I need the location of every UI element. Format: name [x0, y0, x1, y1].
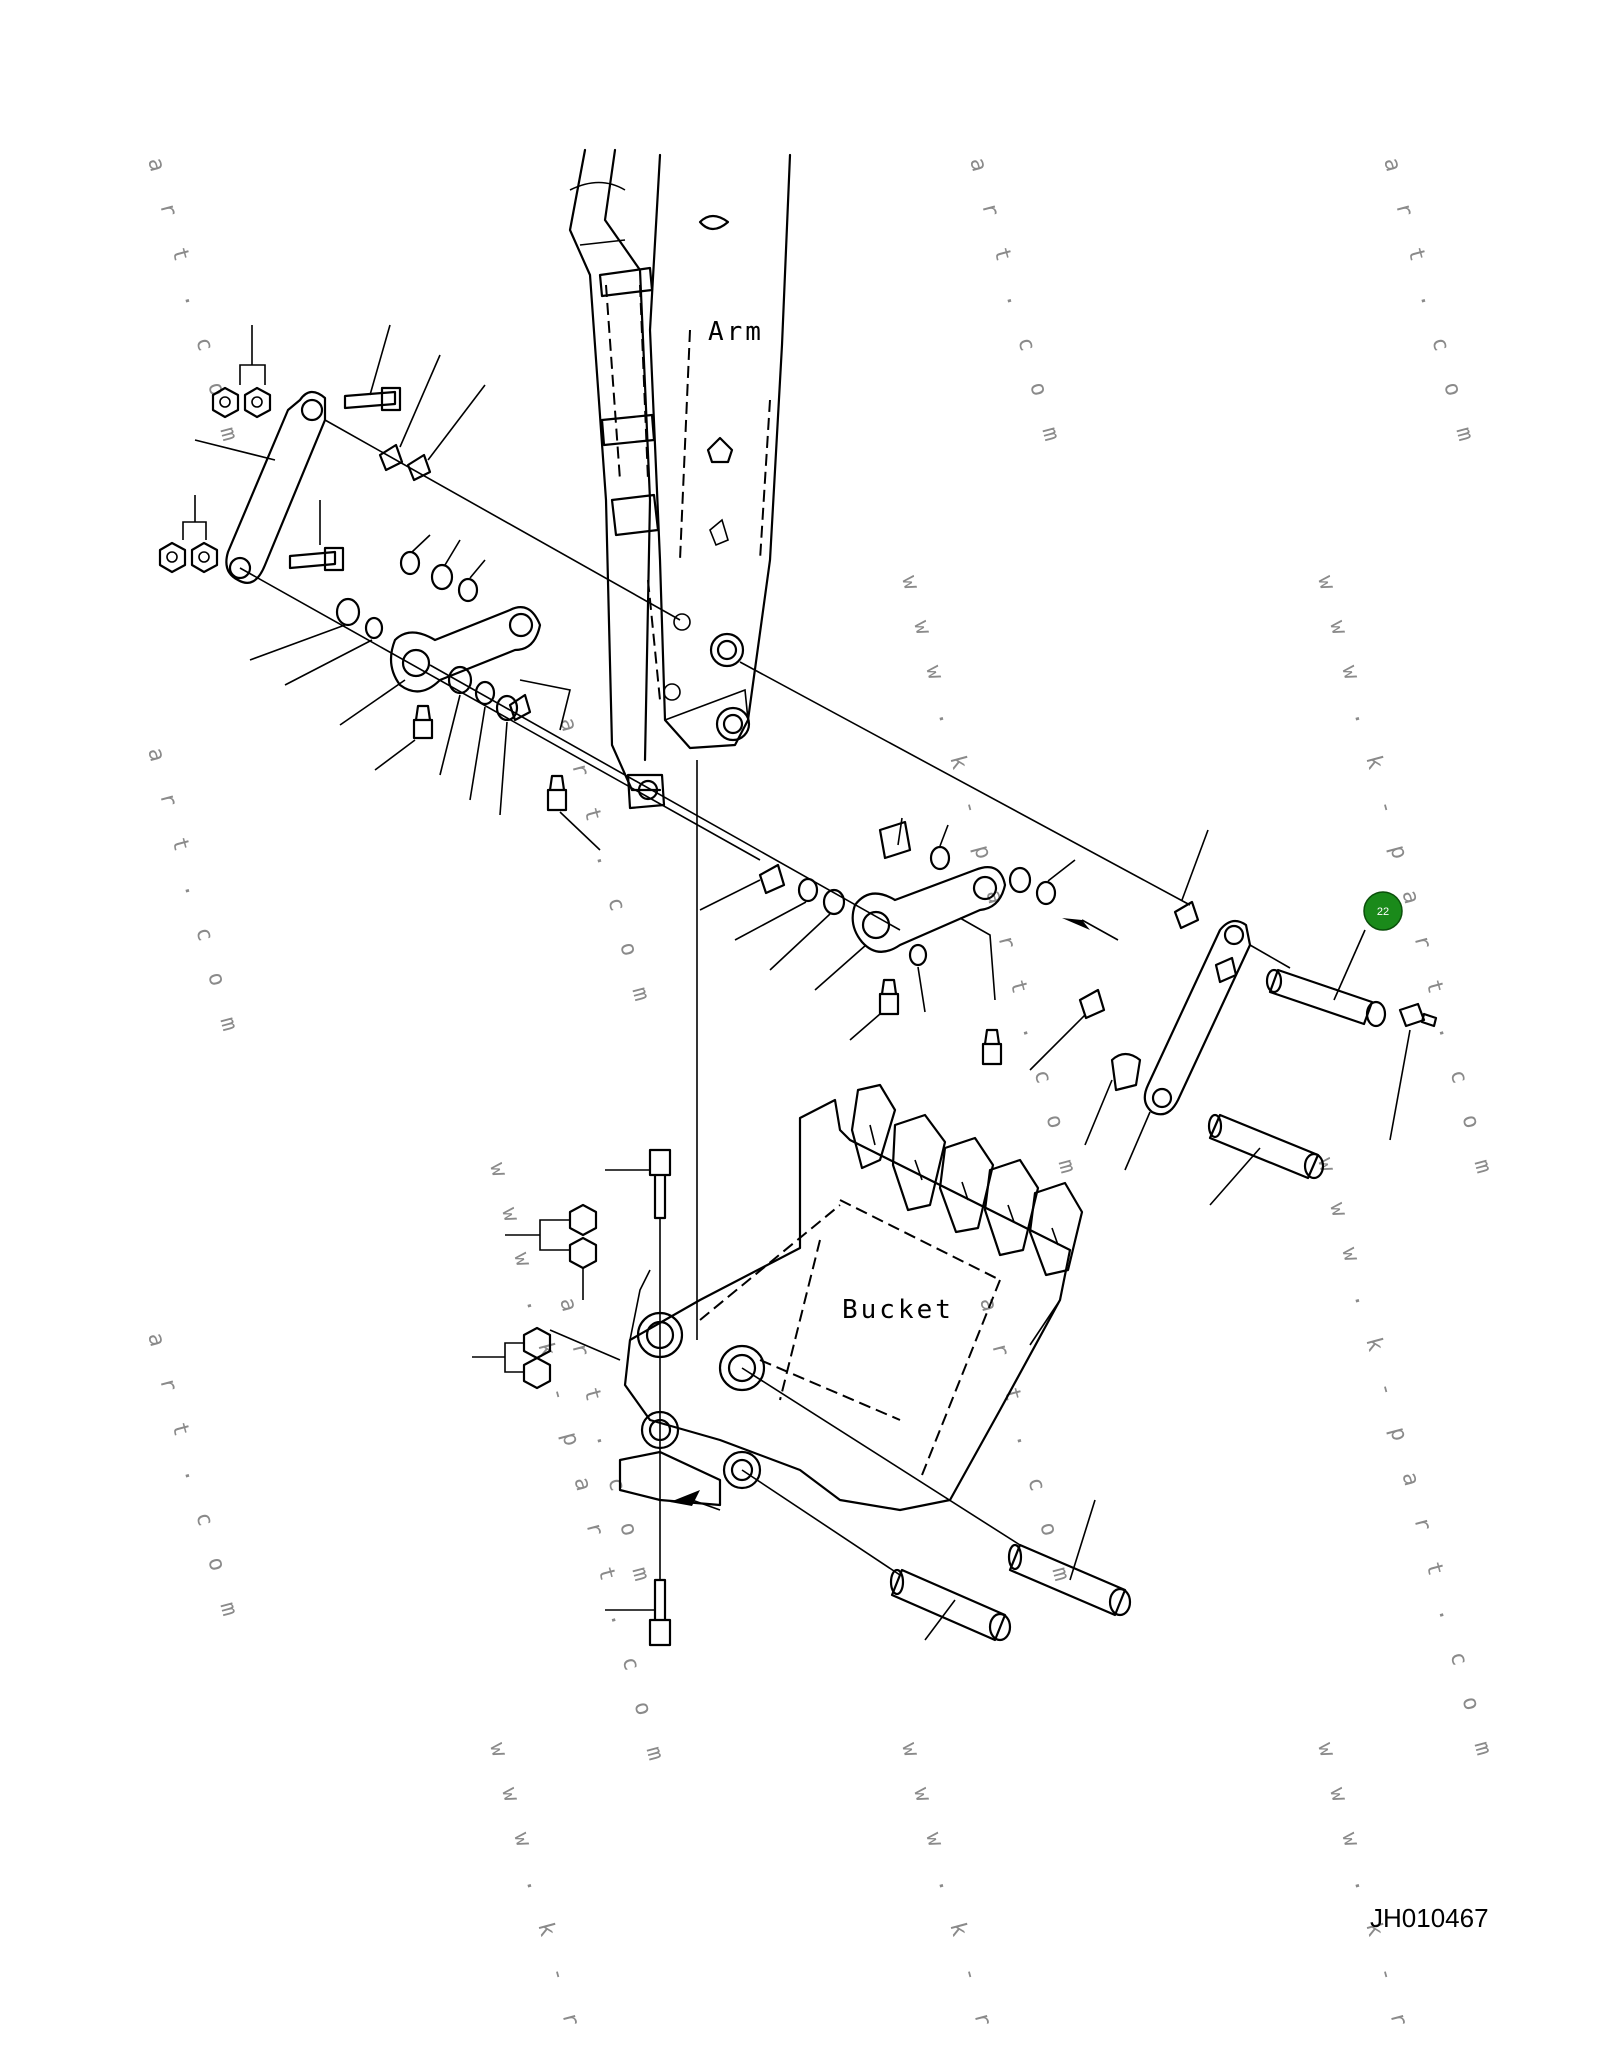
bolt	[288, 550, 337, 570]
bucket-boss	[718, 1344, 766, 1392]
nut	[158, 541, 187, 574]
watermark: a r t . c o m	[142, 1330, 244, 1628]
pin	[1208, 1113, 1320, 1180]
plate	[406, 453, 432, 482]
o-ring	[495, 694, 519, 722]
link-center-right	[851, 866, 1007, 953]
grease-fitting	[878, 978, 900, 1016]
bucket-tooth	[983, 1158, 1040, 1257]
side-link-right	[1143, 919, 1252, 1116]
o-ring	[1035, 880, 1057, 906]
nut	[522, 1356, 552, 1390]
o-ring	[430, 563, 454, 591]
grease-fitting	[1398, 1002, 1438, 1028]
plate	[758, 863, 786, 895]
o-ring	[364, 616, 384, 640]
leader-lines	[182, 324, 1411, 1641]
o-ring	[1008, 866, 1032, 894]
bucket-pin	[890, 1568, 1007, 1642]
watermark: w w w . k - r	[896, 1740, 998, 2038]
o-ring	[929, 845, 951, 871]
washer	[335, 597, 361, 627]
arm-assembly: Arm	[568, 148, 792, 810]
pin	[1268, 968, 1374, 1026]
arm-boss-upper	[709, 632, 745, 668]
bucket-pin	[1008, 1543, 1127, 1617]
direction-arrow	[1062, 918, 1090, 930]
o-ring	[474, 680, 496, 706]
o-ring	[908, 943, 928, 967]
watermark: w w w . k - p a r t . c o m	[896, 573, 1083, 1186]
watermark: w w w . k - r	[1312, 1740, 1414, 2038]
side-link-left	[225, 390, 327, 584]
watermark: a r t . c o m	[1378, 155, 1480, 453]
watermark: w w w . k - p a r t . c o m	[1312, 573, 1499, 1186]
plate	[1173, 900, 1200, 930]
grease-fitting	[412, 704, 434, 740]
nut	[211, 386, 240, 419]
bucket-tooth	[1028, 1181, 1084, 1277]
bucket-tooth	[850, 1083, 897, 1170]
bucket-boss	[722, 1450, 762, 1490]
nut	[568, 1236, 598, 1270]
right-link-assembly: 22	[1110, 891, 1438, 1180]
grease-fitting	[981, 1028, 1003, 1066]
bolt-vertical	[648, 1578, 672, 1647]
o-ring	[822, 888, 846, 916]
grease-fitting	[546, 774, 568, 812]
watermark: w w w . k - r	[484, 1740, 586, 2038]
assembly-axis-lines	[239, 419, 1291, 1576]
drawing-number: JH010467	[1370, 1903, 1489, 1933]
center-link-assembly	[758, 820, 1200, 1066]
nut	[243, 386, 272, 419]
watermark: w w w . k - p a r t . c o m	[484, 1160, 671, 1773]
o-ring	[457, 577, 479, 603]
bucket-label: Bucket	[842, 1295, 954, 1325]
plate	[508, 693, 532, 722]
bucket-body	[623, 1098, 1072, 1512]
arm-label: Arm	[708, 317, 764, 347]
callout-marker-22[interactable]	[1363, 891, 1403, 931]
nut	[568, 1203, 598, 1237]
watermark: a r t . c o m	[142, 745, 244, 1043]
watermark: a r t . c o m	[142, 155, 244, 453]
nut	[522, 1326, 552, 1360]
arm-boss-lower	[715, 706, 751, 742]
bushing	[878, 820, 912, 860]
nut	[190, 541, 219, 574]
direction-arrow	[670, 1490, 700, 1506]
o-ring	[399, 550, 421, 576]
plate	[378, 443, 404, 472]
watermark: a r t . c o m	[554, 715, 656, 1013]
bucket-assembly: Bucket	[522, 1083, 1132, 1647]
left-link-assembly	[158, 386, 571, 812]
plate	[1078, 988, 1106, 1020]
bucket-tooth	[938, 1136, 995, 1234]
bucket-tooth	[891, 1113, 947, 1212]
bracket	[1110, 1052, 1142, 1092]
bolt-vertical	[648, 1148, 672, 1220]
arm-body	[648, 153, 792, 750]
bucket-cylinder	[568, 148, 662, 792]
o-ring	[447, 665, 473, 695]
callout-number: 22	[1377, 906, 1389, 918]
watermark-group: a r t . c o m a r t . c o m a r t . c o …	[142, 155, 1499, 2038]
watermark: a r t . c o m	[974, 1295, 1076, 1593]
watermark: a r t . c o m	[964, 155, 1066, 453]
watermark: w w w . k - p a r t . c o m	[1312, 1155, 1499, 1768]
bolt	[343, 390, 397, 410]
